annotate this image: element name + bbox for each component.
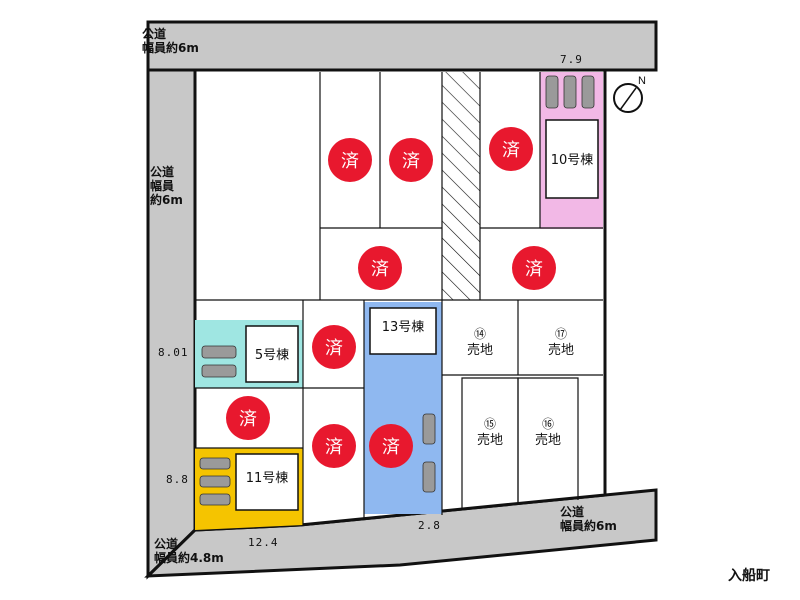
building-5-label: 5号棟 <box>255 348 289 363</box>
lot-16-label: 売地 <box>535 432 561 448</box>
building-11-label: 11号棟 <box>246 471 289 486</box>
building-11-outline <box>235 453 299 511</box>
sold-badge <box>312 325 356 369</box>
sold-badge <box>489 127 533 171</box>
dimension-left-upper: 8.01 <box>158 346 189 359</box>
sold-badges: 済 済 済 済 済 済 済 済 済 <box>226 127 556 468</box>
sold-badge <box>312 424 356 468</box>
dimension-left-lower: 8.8 <box>166 473 189 486</box>
building-13-outline <box>369 307 437 355</box>
sold-badge-text: 済 <box>502 140 520 161</box>
road-top <box>146 20 658 72</box>
road-left <box>146 68 197 580</box>
compass-label: N <box>638 75 646 87</box>
sold-badge-text: 済 <box>402 151 420 172</box>
parking-cars <box>199 75 595 506</box>
building-13-label: 13号棟 <box>382 320 425 335</box>
lot-17-label: 売地 <box>548 342 574 358</box>
building-10-outline <box>545 119 599 199</box>
hatched-access-path <box>442 72 480 300</box>
sold-badge-text: 済 <box>371 259 389 280</box>
sold-badge <box>512 246 556 290</box>
road-bottom-right-label: 公道 幅員約6m <box>560 505 617 533</box>
sold-badge <box>369 424 413 468</box>
dimension-top-right: 7.9 <box>560 53 583 66</box>
lot-16-number: ⑯ <box>542 417 554 431</box>
road-left-label: 公道 幅員 約6m <box>150 165 183 207</box>
sold-badge-text: 済 <box>239 409 257 430</box>
road-bottom-left-label: 公道 幅員約4.8m <box>154 537 224 565</box>
building-5-outline <box>245 325 299 383</box>
sold-badge <box>358 246 402 290</box>
road-top-label: 公道 幅員約6m <box>142 27 199 55</box>
building-10-label: 10号棟 <box>551 153 594 168</box>
sold-badge <box>226 396 270 440</box>
lot-lines <box>195 72 603 525</box>
sold-badge-text: 済 <box>325 437 343 458</box>
lot-14-label: 売地 <box>467 342 493 358</box>
lot-14-number: ⑭ <box>474 327 486 341</box>
lot-15-label: 売地 <box>477 432 503 448</box>
lot-15-number: ⑮ <box>484 417 496 431</box>
town-name: 入船町 <box>728 568 770 584</box>
sold-badge-text: 済 <box>525 259 543 280</box>
sold-badge <box>389 138 433 182</box>
dimension-bottom-left: 12.4 <box>248 536 279 549</box>
sold-badge-text: 済 <box>325 338 343 359</box>
sold-badge-text: 済 <box>341 151 359 172</box>
compass-icon <box>613 83 643 113</box>
sold-badge-text: 済 <box>382 437 400 458</box>
sold-badge <box>328 138 372 182</box>
dimension-bottom-mid: 2.8 <box>418 519 441 532</box>
lot-17-number: ⑰ <box>555 327 567 341</box>
